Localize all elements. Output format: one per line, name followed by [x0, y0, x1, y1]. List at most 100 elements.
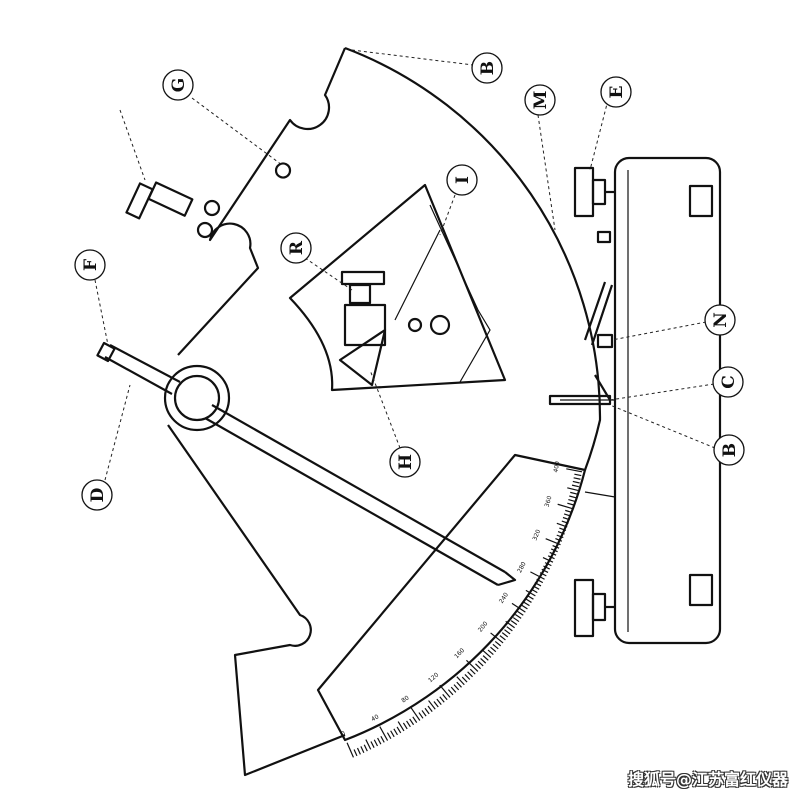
hammer-window	[288, 183, 507, 392]
scale-tick	[365, 739, 372, 750]
callout-label: C	[719, 375, 739, 389]
callout-label: M	[531, 90, 551, 109]
scale-tick	[563, 513, 571, 517]
scale-label: 360	[544, 495, 554, 508]
callout-label: N	[711, 312, 731, 328]
scale-tick	[353, 749, 358, 757]
scale-tick	[499, 635, 506, 641]
scale-tick	[525, 598, 532, 603]
scale-label: 280	[516, 561, 528, 575]
scale-tick	[490, 632, 504, 644]
scale-tick	[482, 649, 492, 658]
scale-tick	[397, 721, 405, 732]
callout-label: E	[607, 85, 627, 98]
scale-tick	[571, 484, 579, 488]
scale-tick	[386, 732, 392, 739]
scale-tick	[505, 620, 515, 629]
scale-tick	[527, 595, 534, 600]
callout-r: R	[280, 232, 312, 264]
scale-tick	[566, 468, 583, 473]
scale-tick	[370, 741, 375, 748]
scale-tick	[428, 700, 436, 710]
scale-tick	[542, 557, 554, 563]
scale-tick	[556, 534, 564, 539]
scale-tick	[421, 710, 427, 717]
scale-tick	[556, 522, 568, 528]
scale-label: 240	[498, 591, 510, 605]
scale-tick	[573, 477, 581, 480]
leveling-knob-bottom	[573, 578, 615, 638]
scale-tick	[482, 655, 489, 661]
scale-tick	[539, 572, 547, 577]
callout-f: F	[74, 249, 106, 281]
scale-tick	[511, 602, 526, 613]
callout-m: M	[524, 84, 556, 116]
callout-label: I	[453, 176, 473, 184]
scale-tick	[475, 663, 481, 670]
scale-tick	[396, 726, 402, 734]
scale-tick	[439, 684, 451, 698]
scale-tick	[543, 565, 550, 570]
scale-tick	[557, 503, 574, 510]
scale-tick	[530, 588, 538, 594]
scale-tick	[450, 686, 457, 693]
base-frame	[560, 156, 722, 645]
scale-tick	[439, 696, 445, 703]
scale-panel	[316, 453, 587, 742]
scale-tick	[442, 694, 448, 701]
scale-tick	[557, 531, 565, 535]
scale-tick	[521, 604, 528, 610]
scale-tick	[487, 649, 494, 656]
scale-tick	[561, 520, 569, 524]
callout-b-bottom: B	[713, 434, 745, 466]
callout-label: D	[88, 487, 108, 502]
callout-label: B	[478, 61, 498, 75]
scale-tick	[433, 701, 439, 708]
watermark: 搜狐号@江苏富红仪器	[627, 770, 788, 789]
scale-tick	[477, 660, 484, 667]
scale-tick	[494, 640, 502, 647]
scale-tick	[567, 502, 575, 506]
sector-body	[167, 46, 602, 777]
scale-label: 80	[400, 694, 410, 704]
scale-ticks	[346, 468, 583, 758]
scale-tick	[506, 626, 513, 632]
scale-tick	[549, 551, 557, 556]
scale-tick	[418, 712, 424, 719]
scale-tick	[456, 681, 462, 688]
callout-label: F	[81, 259, 101, 271]
scale-label: 320	[531, 528, 542, 541]
callout-b-top: B	[471, 52, 503, 84]
scale-tick	[525, 589, 536, 597]
scale-tick	[530, 571, 545, 580]
scale-tick	[512, 617, 520, 623]
scale-tick	[492, 643, 499, 650]
callout-label: B	[720, 443, 740, 457]
scale-tick	[547, 555, 555, 560]
callout-g: G	[162, 69, 194, 101]
scale-tick	[555, 538, 563, 542]
scale-tick	[402, 722, 408, 730]
scale-tick	[410, 706, 421, 721]
scale-tick	[427, 705, 433, 712]
scale-tick	[393, 728, 398, 736]
leader-lines	[94, 49, 716, 481]
scale-tick	[515, 613, 522, 619]
scale-tick	[453, 684, 460, 691]
callout-label: G	[169, 78, 189, 93]
scale-tick	[545, 538, 561, 546]
scale-tick	[390, 730, 395, 738]
scale-label: 400	[552, 461, 561, 474]
scale-tick	[567, 487, 579, 491]
callout-e: E	[600, 76, 632, 108]
scale-tick	[380, 735, 385, 743]
scale-tick	[559, 527, 567, 532]
scale-tick	[523, 601, 530, 607]
leveling-knob-top	[573, 166, 615, 218]
scale-label: 120	[427, 671, 440, 684]
scale-tick	[562, 516, 570, 521]
scale-tick	[480, 657, 487, 664]
scale-tick	[424, 707, 430, 715]
scale-tick	[572, 480, 580, 484]
